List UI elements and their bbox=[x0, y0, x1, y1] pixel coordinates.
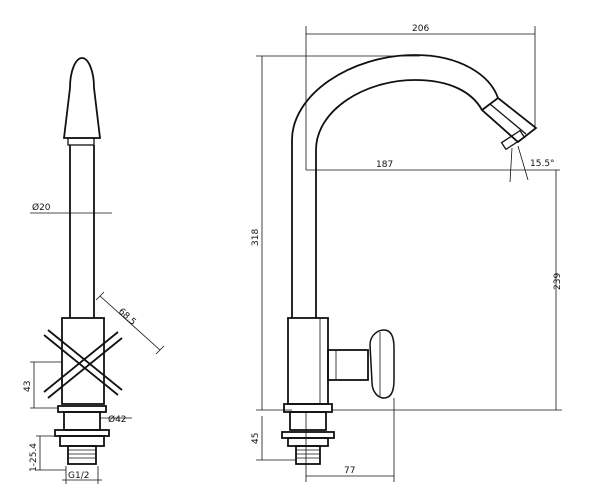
front-thread-lines bbox=[296, 449, 320, 459]
dim-angle: 15.5° bbox=[509, 145, 555, 183]
front-handle-knob bbox=[369, 329, 395, 399]
dim-handle-span: 68.5 bbox=[95, 291, 165, 355]
dim-height-318-label: 318 bbox=[251, 229, 261, 246]
front-base-flange bbox=[283, 403, 333, 413]
dim-diameter-base-label: Ø42 bbox=[108, 414, 127, 425]
dim-height-43-label: 43 bbox=[23, 381, 33, 392]
side-spout-head bbox=[62, 57, 102, 139]
dim-height-45: 45 bbox=[251, 416, 296, 461]
dim-diameter-base: Ø42 bbox=[100, 414, 132, 425]
front-thread-shank bbox=[295, 445, 321, 465]
side-spout-aerator bbox=[67, 137, 95, 146]
dim-width-206: 206 bbox=[305, 24, 536, 170]
front-handle-stem bbox=[327, 349, 369, 381]
dim-height-318: 318 bbox=[251, 55, 420, 411]
dim-diameter-tube-label: Ø20 bbox=[32, 202, 51, 213]
dim-width-77-label: 77 bbox=[344, 466, 355, 476]
dim-height-239: 239 bbox=[332, 170, 563, 411]
dim-thread-size-label: G1/2 bbox=[68, 471, 89, 481]
dim-thread-size: G1/2 bbox=[62, 466, 102, 484]
dim-height-239-label: 239 bbox=[553, 273, 563, 290]
dim-width-77: 77 bbox=[305, 398, 395, 482]
spout-head-line bbox=[489, 103, 527, 135]
side-base-nut bbox=[63, 411, 101, 431]
side-valve-body bbox=[61, 317, 105, 405]
dim-thread-length: 1-25.4 bbox=[29, 435, 66, 472]
side-thread-shank bbox=[67, 445, 97, 465]
dim-handle-span-label: 68.5 bbox=[116, 307, 138, 328]
dim-width-206-label: 206 bbox=[412, 24, 429, 34]
dim-angle-label: 15.5° bbox=[530, 159, 555, 169]
side-cross-handle bbox=[43, 329, 123, 399]
dim-height-45-label: 45 bbox=[251, 433, 261, 444]
dim-height-43: 43 bbox=[23, 361, 62, 409]
side-view: Ø20 68.5 43 Ø42 1-25.4 bbox=[23, 57, 165, 484]
front-lock-nut bbox=[287, 437, 329, 447]
gooseneck-outer bbox=[291, 54, 499, 318]
front-valve-body bbox=[287, 317, 329, 405]
spout-head bbox=[480, 96, 538, 144]
dim-width-187: 187 bbox=[306, 160, 560, 171]
side-lock-nut bbox=[59, 435, 105, 447]
front-base-nut bbox=[289, 411, 327, 431]
front-view: 206 187 15.5° 318 239 45 bbox=[251, 24, 563, 482]
spout-aerator bbox=[500, 129, 526, 151]
dim-diameter-tube: Ø20 bbox=[30, 202, 112, 214]
dim-thread-length-label: 1-25.4 bbox=[29, 443, 39, 472]
dim-width-187-label: 187 bbox=[376, 160, 393, 170]
side-thread-lines bbox=[68, 449, 96, 459]
gooseneck-inner bbox=[315, 79, 483, 318]
